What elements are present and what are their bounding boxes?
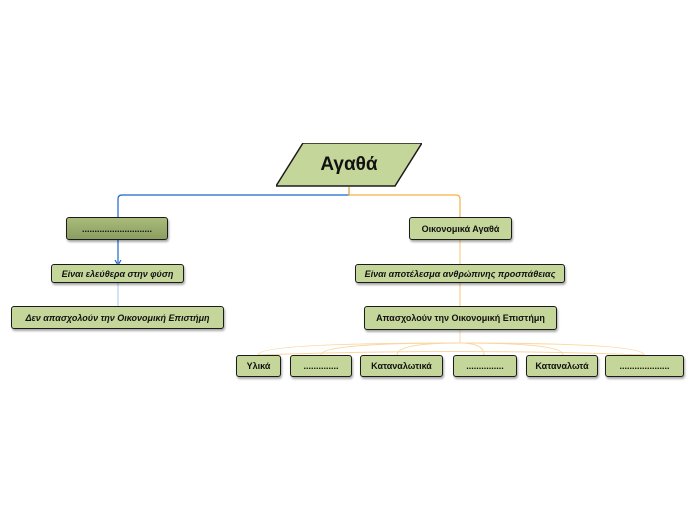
leaf-node[interactable]: ............... — [453, 355, 517, 377]
root-node-label[interactable]: Αγαθά — [320, 154, 378, 175]
left-branch-level1-node[interactable]: Είναι ελεύθερα στην φύση — [51, 264, 184, 283]
left-branch-level2-node[interactable]: Δεν απασχολούν την Οικονομική Επιστήμη — [11, 306, 224, 329]
leaf-node[interactable]: .............. — [290, 355, 352, 377]
connector-root-to-right-head — [348, 187, 461, 217]
leaf-node[interactable]: .................... — [605, 355, 684, 377]
connector-level2-to-leaves — [257, 330, 645, 356]
leaf-node[interactable]: Καταναλωτικά — [360, 355, 443, 377]
left-branch-head-node[interactable]: ............................ — [66, 217, 168, 240]
right-branch-level1-node[interactable]: Είναι αποτέλεσμα ανθρώπινης προσπάθειας — [355, 264, 565, 283]
root-node-shape — [276, 143, 422, 187]
leaf-node[interactable]: Καταναλωτά — [526, 355, 598, 377]
right-branch-head-node[interactable]: Οικονομικά Αγαθά — [409, 217, 512, 240]
right-branch-level2-node[interactable]: Απασχολούν την Οικονομική Επιστήμη — [364, 306, 557, 330]
connector-root-to-left-head — [117, 187, 350, 217]
leaf-node[interactable]: Υλικά — [236, 355, 281, 377]
